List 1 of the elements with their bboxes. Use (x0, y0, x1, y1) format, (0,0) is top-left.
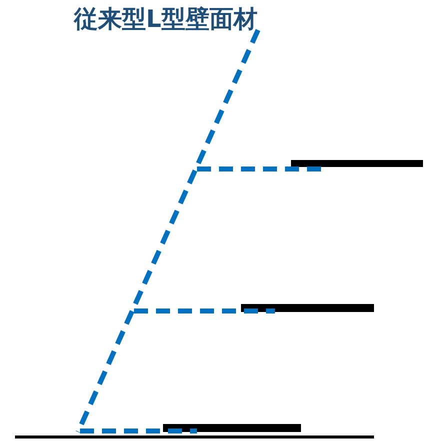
title: 従来型L型壁面材 (74, 4, 258, 35)
